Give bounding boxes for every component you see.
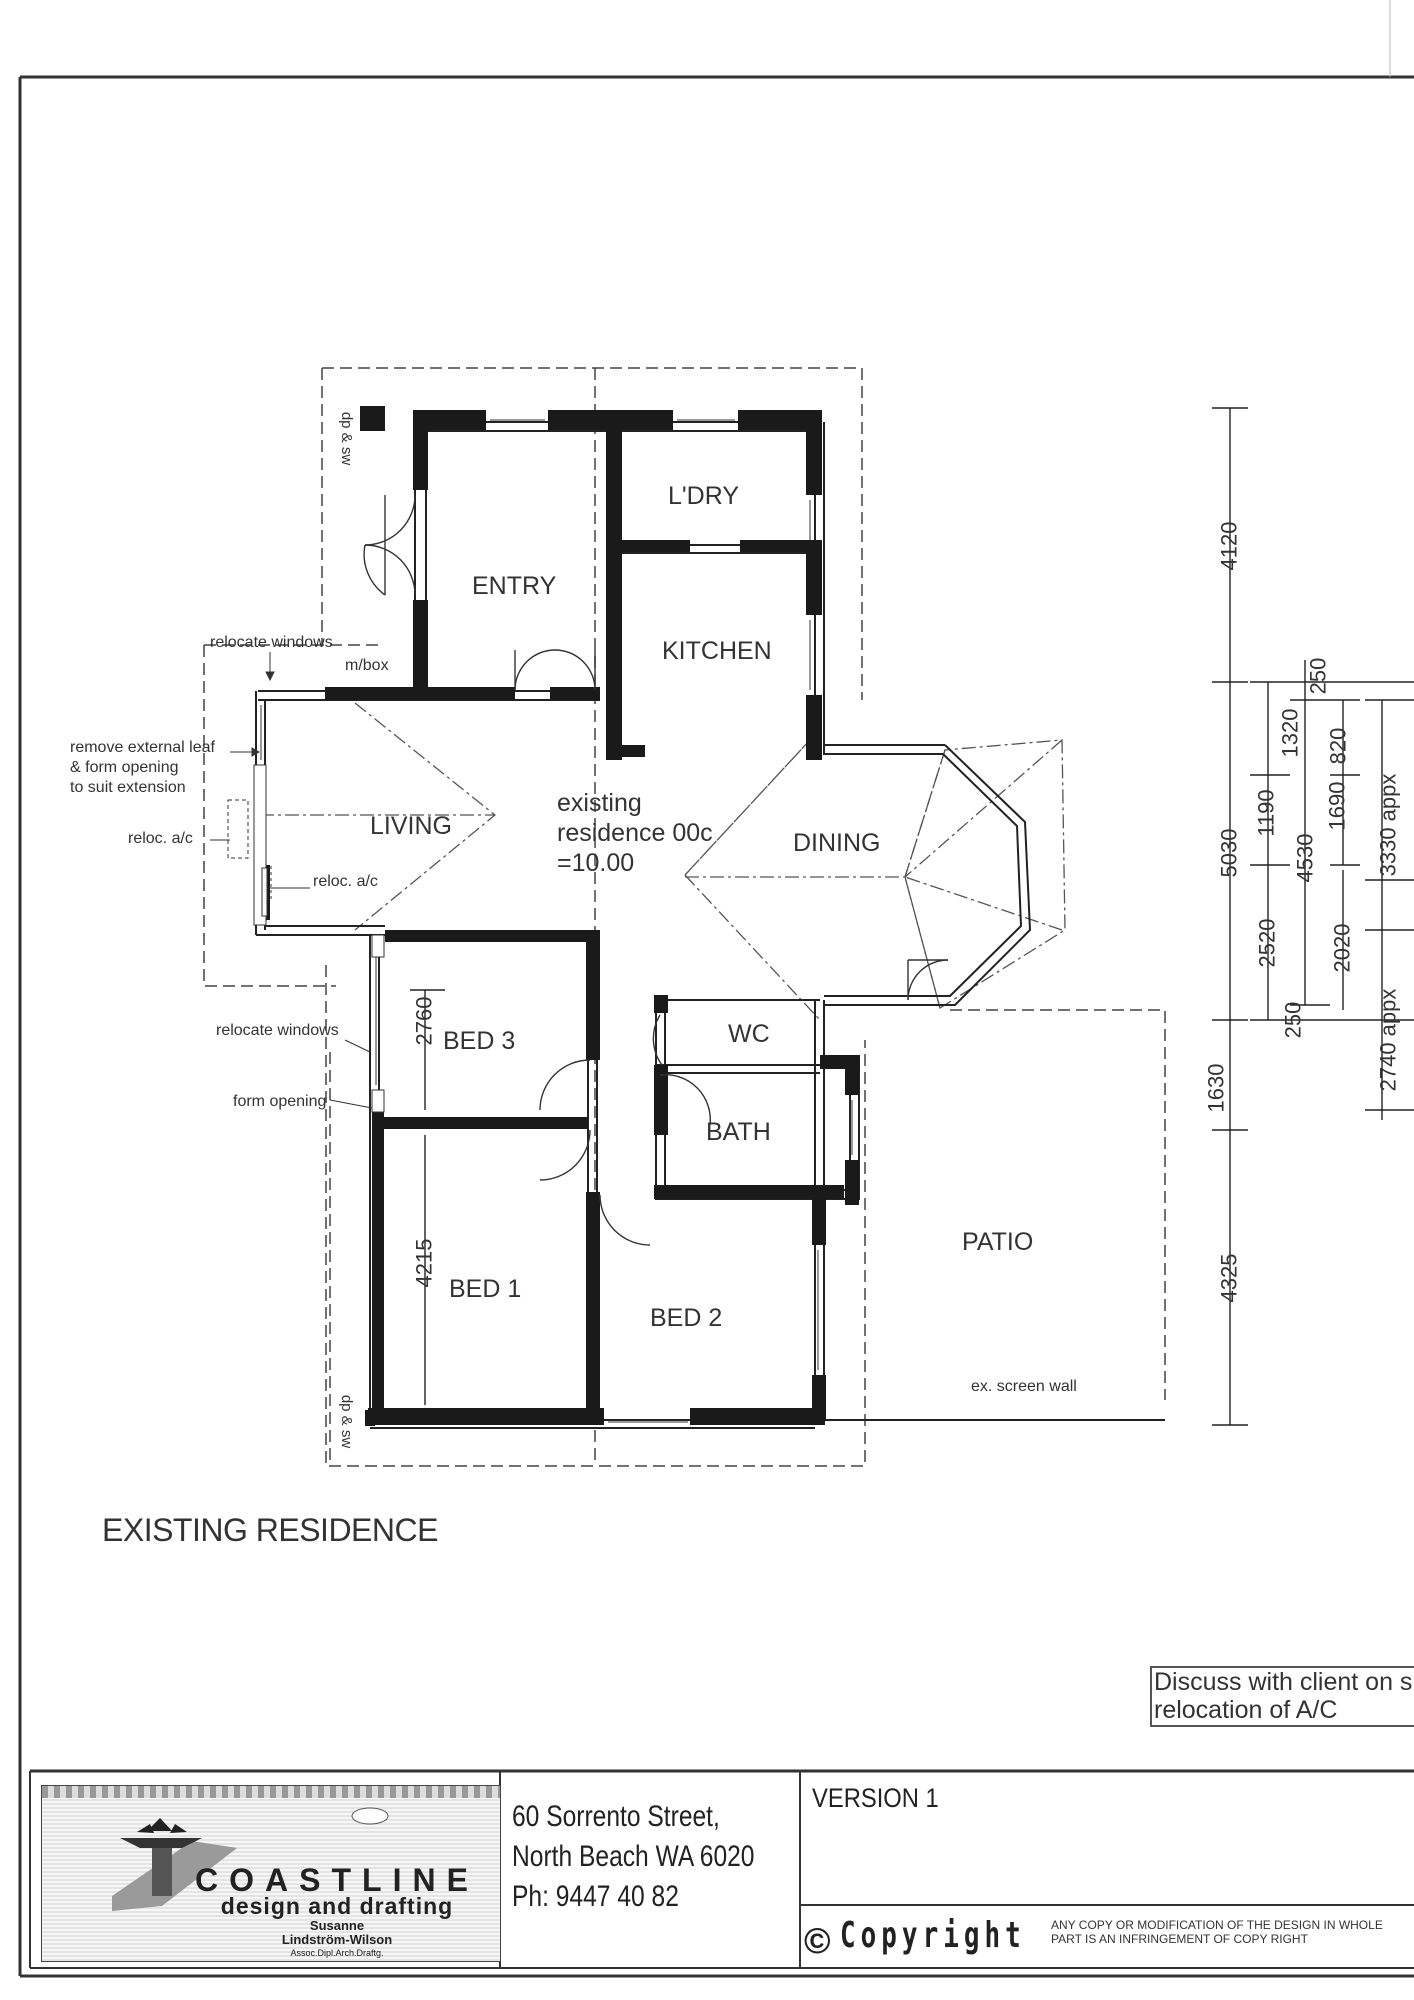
residence-note: existing residence 00c =10.00 bbox=[557, 788, 713, 878]
relocate-windows-side-note: relocate windows bbox=[216, 1022, 339, 1039]
room-dim-lines bbox=[410, 989, 445, 1405]
copyright-note-line-2: PART IS AN INFRINGEMENT OF COPY RIGHT bbox=[1051, 1932, 1308, 1946]
discuss-note-box: Discuss with client on s relocation of A… bbox=[1150, 1666, 1414, 1727]
bed1-dimension: 4215 bbox=[411, 1238, 437, 1288]
bed3-dimension: 2760 bbox=[411, 996, 437, 1046]
room-dining-label: DINING bbox=[793, 829, 881, 857]
logo-background bbox=[42, 1786, 500, 1961]
logo-wave-border bbox=[42, 1786, 500, 1798]
remove-leaf-line-2: & form opening bbox=[70, 759, 179, 776]
windows bbox=[253, 419, 853, 1423]
leaders bbox=[210, 652, 373, 1109]
sheet-border bbox=[18, 0, 1414, 1978]
dim-4325: 4325 bbox=[1216, 1253, 1242, 1303]
version-label: VERSION 1 bbox=[812, 1783, 939, 1813]
residence-note-line-1: existing bbox=[557, 789, 642, 817]
room-bath-label: BATH bbox=[706, 1118, 771, 1146]
dp-sw-bottom-label: dp & sw bbox=[338, 1394, 356, 1449]
roof-lines bbox=[260, 702, 1066, 1021]
designer-first-name: Susanne bbox=[309, 1918, 365, 1933]
room-patio-label: PATIO bbox=[962, 1228, 1034, 1256]
address-line-1: 60 Sorrento Street, bbox=[512, 1800, 720, 1833]
dim-1690: 1690 bbox=[1324, 781, 1350, 831]
dim-2520: 2520 bbox=[1254, 918, 1280, 968]
dim-4530: 4530 bbox=[1292, 833, 1318, 883]
dp-sw-top-label: dp & sw bbox=[338, 411, 356, 466]
right-dim-lines bbox=[1212, 407, 1414, 1426]
dim-2740-appx: 2740 appx bbox=[1375, 988, 1401, 1092]
dim-820: 820 bbox=[1325, 727, 1351, 765]
dim-1630: 1630 bbox=[1203, 1063, 1229, 1113]
dim-250-bottom: 250 bbox=[1280, 1001, 1306, 1039]
address-phone: Ph: 9447 40 82 bbox=[512, 1880, 679, 1913]
screen-wall-note: ex. screen wall bbox=[971, 1378, 1077, 1395]
walls-heavy bbox=[258, 406, 860, 1426]
room-living-label: LIVING bbox=[370, 812, 452, 840]
reloc-ac-left-note: reloc. a/c bbox=[128, 830, 193, 847]
dim-1320: 1320 bbox=[1277, 708, 1303, 758]
room-laundry-label: L'DRY bbox=[668, 482, 740, 510]
company-logo-block: COASTLINE design and drafting Susanne Li… bbox=[41, 1785, 501, 1962]
dim-2020: 2020 bbox=[1329, 923, 1355, 973]
dashed-outlines bbox=[203, 367, 1166, 1467]
room-entry-label: ENTRY bbox=[472, 572, 557, 600]
company-name: COASTLINE bbox=[195, 1862, 479, 1898]
doors bbox=[363, 494, 949, 1246]
reloc-ac-inner-note: reloc. a/c bbox=[313, 873, 378, 890]
room-bed2-label: BED 2 bbox=[650, 1304, 723, 1332]
residence-note-line-3: =10.00 bbox=[557, 849, 635, 877]
discuss-note-line-1: Discuss with client on s bbox=[1154, 1668, 1413, 1696]
dim-3330-appx: 3330 appx bbox=[1375, 773, 1401, 877]
form-opening-note: form opening bbox=[233, 1093, 327, 1110]
residence-note-line-2: residence 00c bbox=[557, 819, 713, 847]
room-bed1-label: BED 1 bbox=[449, 1275, 522, 1303]
remove-leaf-line-1: remove external leaf bbox=[70, 739, 215, 756]
remove-leaf-line-3: to suit extension bbox=[70, 779, 186, 796]
relocate-windows-top-note: relocate windows bbox=[210, 634, 333, 651]
room-bed3-label: BED 3 bbox=[443, 1027, 516, 1055]
drawing-title: EXISTING RESIDENCE bbox=[102, 1512, 438, 1548]
remove-leaf-note: remove external leaf & form opening to s… bbox=[70, 738, 215, 798]
dim-1190: 1190 bbox=[1253, 789, 1279, 837]
walls-thin bbox=[255, 421, 1165, 1429]
dim-5030: 5030 bbox=[1216, 828, 1242, 878]
lighthouse-logo-icon bbox=[112, 1807, 389, 1911]
meter-box-note: m/box bbox=[345, 657, 389, 674]
discuss-note-line-2: relocation of A/C bbox=[1154, 1696, 1338, 1724]
room-wc-label: WC bbox=[728, 1020, 770, 1048]
dim-250-top: 250 bbox=[1305, 657, 1331, 695]
address-line-2: North Beach WA 6020 bbox=[512, 1840, 755, 1873]
room-kitchen-label: KITCHEN bbox=[662, 637, 772, 665]
dim-4120: 4120 bbox=[1216, 521, 1242, 571]
copyright-note-line-1: ANY COPY OR MODIFICATION OF THE DESIGN I… bbox=[1051, 1918, 1383, 1932]
copyright-symbol-icon: © bbox=[804, 1920, 831, 1961]
company-tagline: design and drafting bbox=[220, 1893, 454, 1919]
copyright-word: Copyright bbox=[840, 1915, 1026, 1956]
designer-qualification: Assoc.Dipl.Arch.Draftg. bbox=[290, 1948, 384, 1958]
designer-last-name: Lindström-Wilson bbox=[281, 1932, 393, 1947]
